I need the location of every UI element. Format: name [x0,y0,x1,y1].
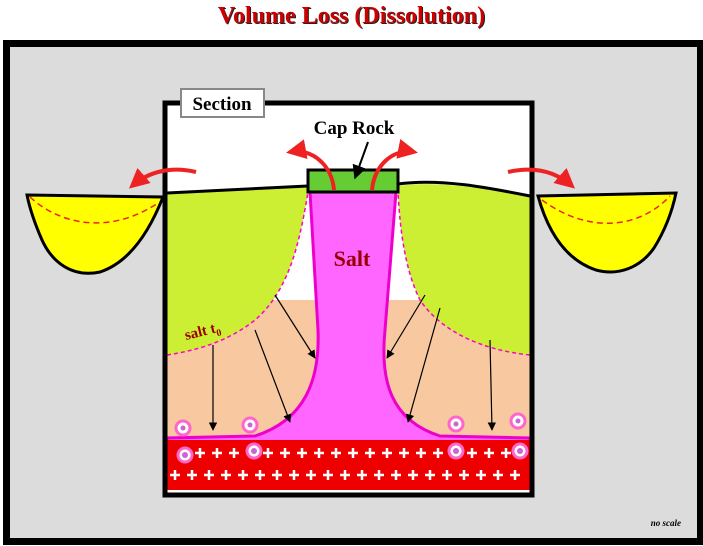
subsidence-arrow-6 [487,339,497,431]
outflow-arrow-left [128,167,197,189]
basement-cross [425,470,435,480]
basement-cross [408,470,418,480]
subsidence-arrow-1 [274,294,316,359]
basin-right [536,191,678,274]
subsidence-arrow-5 [405,307,441,423]
basement-cross [170,470,180,480]
section-label-box [180,88,265,118]
overburden-right [398,184,530,355]
inclusion-circle [515,418,521,424]
basement-cross [212,448,222,458]
basement-cross [365,448,375,458]
basement-cross [501,448,511,458]
basement-cross [314,448,324,458]
basement-cross [467,448,477,458]
salt-t0-right-line [397,191,531,356]
inclusion-circle [247,422,253,428]
salt-t0-label: salt t [183,321,217,344]
basin-left [25,193,166,275]
basement-cross [229,448,239,458]
basement-cross [297,448,307,458]
basement-cross [221,470,231,480]
svg-text:salt t0: salt t0 [183,320,223,347]
section-box-outline [162,100,535,498]
inclusion-circle [180,425,186,431]
basement-cross [459,470,469,480]
basement-cross [442,470,452,480]
subsidence-arrow-2 [254,329,292,423]
basement-cross [195,448,205,458]
basement-cross [493,470,503,480]
basement-layer [167,440,530,490]
basement-cross [348,448,358,458]
subsidence-arrow-4 [386,294,426,359]
basement-cross [323,470,333,480]
basement-cross [289,470,299,480]
basement-cross [357,470,367,480]
basement-cross [187,470,197,480]
inclusion-circle [453,448,459,454]
no-scale-note: no scale [650,518,681,528]
inclusion-circle [182,452,188,458]
inclusion-circle [517,448,523,454]
basement-cross [263,448,273,458]
salt-t0-label-group: salt t0 [183,320,223,347]
basement-cross [204,470,214,480]
cap-arrow-right [370,139,418,191]
basement-cross [399,448,409,458]
cap-rock-pointer [352,141,369,180]
basement-cross [510,470,520,480]
outflow-arrow-right [507,167,576,189]
basement-cross [280,448,290,458]
basement-cross [238,470,248,480]
inclusion-circle [251,448,257,454]
basement-cross [340,470,350,480]
basement-cross [255,470,265,480]
inclusion-circle [453,421,459,427]
basement-cross [391,470,401,480]
surface-line [166,180,531,198]
basement-cross [416,448,426,458]
salt-label: Salt [334,246,371,271]
cap-rock-label: Cap Rock [314,118,395,139]
cap-arrow-left [286,139,336,191]
section-label: Section [192,94,252,115]
inclusions [174,412,529,464]
basement-cross [382,448,392,458]
cap-rock [306,168,400,194]
basement-cross [272,470,282,480]
basement-cross [306,470,316,480]
basement-cross [374,470,384,480]
basement-cross [476,470,486,480]
diagram-title: Volume Loss (Dissolution) [217,3,486,29]
salt-t0-left-line [166,191,309,356]
overburden-left [167,186,308,355]
basement-cross [331,448,341,458]
basement-cross [484,448,494,458]
salt-t0-subscript: 0 [215,327,223,339]
basement-cross [433,448,443,458]
basin-right-dashed [541,195,671,225]
basin-left-dashed [29,196,159,224]
